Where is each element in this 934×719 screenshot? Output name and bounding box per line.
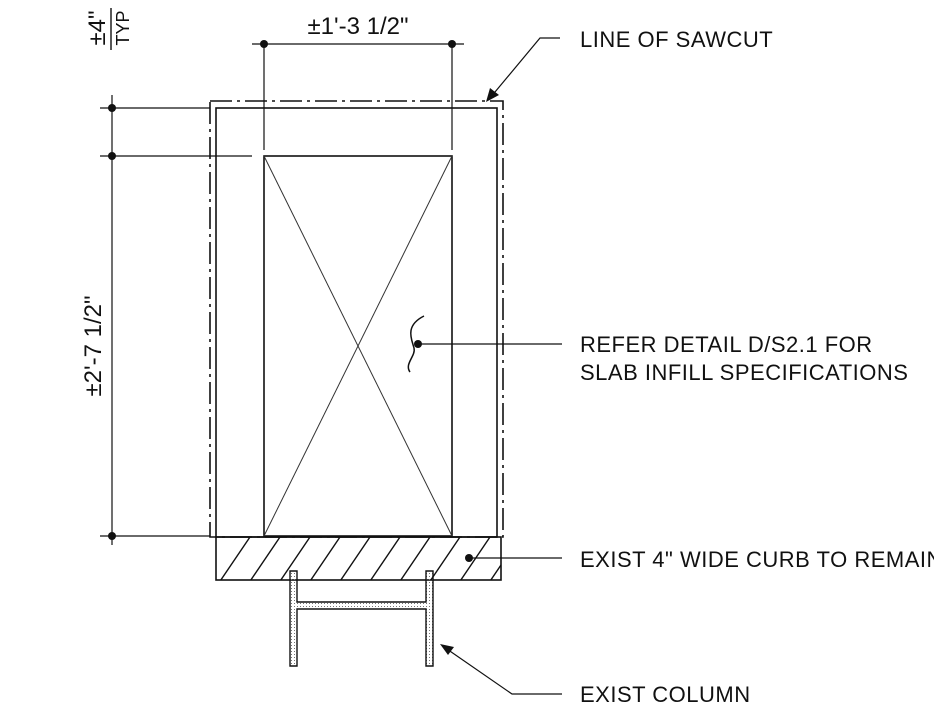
existing-curb xyxy=(215,536,502,581)
column-note: EXIST COLUMN xyxy=(580,682,751,707)
slab-opening-outline xyxy=(215,107,498,538)
infill-panel xyxy=(263,155,453,537)
existing-column xyxy=(289,570,434,667)
refer-detail-note-line1: REFER DETAIL D/S2.1 FOR xyxy=(580,332,873,357)
edge-dimension-note: TYP xyxy=(113,10,133,45)
infill-diagonal-2 xyxy=(263,155,453,537)
section-break-mark xyxy=(407,315,425,373)
refer-detail-leader xyxy=(414,340,562,348)
width-dimension-label: ±1'-3 1/2" xyxy=(308,13,409,40)
sawcut-leader xyxy=(486,37,560,102)
height-dimension-label: ±2'-7 1/2" xyxy=(80,296,107,397)
curb-leader xyxy=(465,554,562,562)
edge-dimension-label: ±4" xyxy=(84,10,111,45)
curb-note: EXIST 4" WIDE CURB TO REMAIN xyxy=(580,547,934,572)
refer-detail-note-line2: SLAB INFILL SPECIFICATIONS xyxy=(580,360,908,385)
sawcut-note: LINE OF SAWCUT xyxy=(580,27,773,52)
column-leader xyxy=(440,644,562,695)
height-dimension xyxy=(100,95,252,545)
sawcut-line xyxy=(209,100,504,538)
width-dimension xyxy=(252,40,464,150)
